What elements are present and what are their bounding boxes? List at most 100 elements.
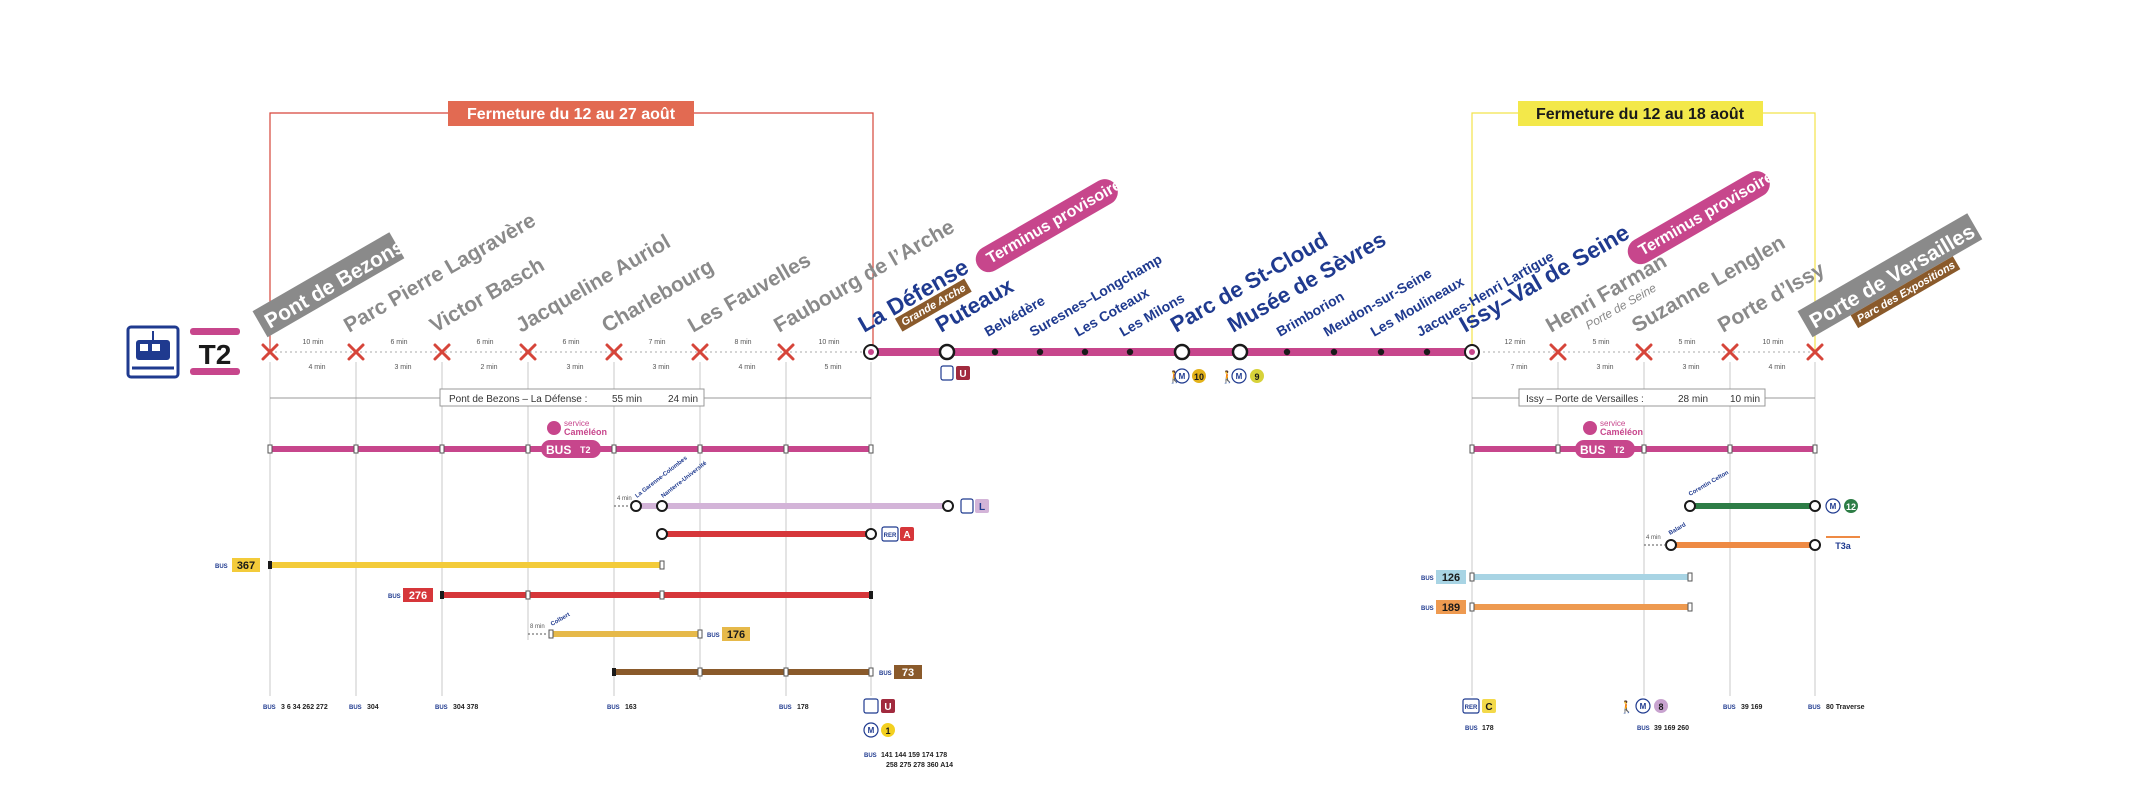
svg-text:39 169: 39 169 [1741,704,1763,711]
closure-right-badge [1518,101,1763,126]
stop-les-coteaux [1081,348,1089,356]
line-tram-l: 4 min La Garenne-Colombes Nanterre-Unive… [614,455,989,514]
line-bus-189: BUS 189 [1421,600,1693,614]
svg-text:M: M [1640,702,1647,711]
replacement-bus-right: service Caméléon BUS T2 [1469,419,1818,458]
svg-text:U: U [884,702,891,713]
walk-time-5: 7 min [648,339,665,346]
svg-text:service: service [564,419,590,428]
svg-text:276: 276 [409,590,427,602]
svg-text:Caméléon: Caméléon [564,427,607,437]
bike-time-r3: 3 min [1682,364,1699,371]
bike-time-2: 3 min [394,364,411,371]
svg-text:U: U [959,369,966,380]
svg-text:T2: T2 [1614,445,1625,455]
station-jacqueline-auriol: Jacqueline Auriol [512,230,674,337]
svg-text:4 min: 4 min [617,496,632,502]
walk-time-6: 8 min [734,339,751,346]
line-metro-12: Corentin Celton M 12 [1684,470,1858,514]
svg-text:Pont de Bezons: Pont de Bezons [261,235,409,334]
closure-left-label: Fermeture du 12 au 27 août [467,106,676,123]
stop-jacques-henri-lartigue [1423,348,1431,356]
bike-time-4: 3 min [566,364,583,371]
svg-text:178: 178 [797,704,809,711]
svg-text:258 275 278 360 A14: 258 275 278 360 A14 [886,762,953,769]
svg-text:L: L [979,502,985,513]
svg-text:BUS: BUS [707,633,720,639]
svg-text:BUS: BUS [349,705,362,711]
svg-text:RER: RER [1465,705,1478,711]
svg-text:BUS: BUS [864,753,877,759]
svg-text:BUS: BUS [435,705,448,711]
tram-icon [126,325,180,379]
svg-text:12: 12 [1846,502,1856,512]
svg-text:BUS: BUS [1580,443,1605,457]
closed-x-porte-de-versailles [1806,343,1824,361]
line-tram-t3a: 4 min Balard T3a [1644,522,1860,552]
connections-puteaux: U [940,365,970,381]
svg-text:Corentin Celton: Corentin Celton [1688,470,1730,498]
bike-time-6: 4 min [738,364,755,371]
svg-text:BUS: BUS [1421,576,1434,582]
chameleon-icon [547,421,561,435]
chameleon-icon-right [1583,421,1597,435]
svg-text:BUS: BUS [263,705,276,711]
svg-text:367: 367 [237,560,255,572]
svg-text:Nanterre-Université: Nanterre-Université [661,460,709,499]
walk-time-3: 6 min [476,339,493,346]
svg-text:Balard: Balard [1668,522,1687,537]
bike-time-r1: 7 min [1510,364,1527,371]
svg-text:39 169 260: 39 169 260 [1654,725,1689,732]
walk-time-r2: 5 min [1592,339,1609,346]
svg-text:BUS: BUS [1421,606,1434,612]
stop-brimborion [1283,348,1291,356]
svg-text:Porte de Versailles: Porte de Versailles [1806,220,1979,333]
line-badge-t2: T2 [190,328,240,375]
bike-time-7: 5 min [824,364,841,371]
stop-musee-de-sevres [1231,343,1249,361]
line-bus-367: BUS 367 [215,558,665,572]
closed-x-victor-basch [433,343,451,361]
svg-text:Issy – Porte de Versailles :: Issy – Porte de Versailles : [1526,394,1644,405]
bike-time-3: 2 min [480,364,497,371]
travel-times-left: 10 min 6 min 6 min 6 min 7 min 8 min 10 … [302,339,841,371]
svg-text:80 Traverse: 80 Traverse [1826,704,1865,711]
svg-text:M: M [1830,502,1837,511]
svg-text:M: M [1236,372,1243,381]
closed-x-les-fauvelles [691,343,709,361]
svg-text:M: M [1179,372,1186,381]
svg-text:126: 126 [1442,572,1460,584]
summary-right: Issy – Porte de Versailles : 28 min 10 m… [1472,388,1815,407]
svg-text:T2: T2 [580,445,591,455]
svg-text:M: M [868,726,875,735]
closed-x-porte-dissy [1721,343,1739,361]
svg-text:BUS: BUS [779,705,792,711]
line-bus-176: 8 min Colbert BUS 176 [528,612,750,641]
line-bus-126: BUS 126 [1421,570,1693,584]
closed-x-jacqueline-auriol [519,343,537,361]
svg-text:189: 189 [1442,602,1460,614]
open-markers [863,343,1480,361]
closed-markers [261,343,1824,361]
walk-time-2: 6 min [390,339,407,346]
replacement-bus-left: service Caméléon BUS T2 [267,419,874,458]
bike-time-r2: 3 min [1596,364,1613,371]
svg-text:55 min: 55 min [612,394,642,405]
stop-meudon-sur-seine [1330,348,1338,356]
svg-text:73: 73 [902,667,914,679]
walk-time-r1: 12 min [1504,339,1525,346]
svg-text:🚶: 🚶 [1220,370,1235,384]
line-name: T2 [199,339,232,370]
terminus-badge-defense: Terminus provisoire [975,176,1125,273]
svg-text:BUS: BUS [1808,705,1821,711]
closed-x-faubourg-de-larche [777,343,795,361]
connections-musee-sevres: 🚶 M 9 [1220,368,1264,384]
svg-text:9: 9 [1254,372,1259,382]
closed-x-charlebourg [605,343,623,361]
svg-text:T3a: T3a [1835,541,1852,551]
stop-les-milons [1126,348,1134,356]
closure-right: Fermeture du 12 au 18 août [1471,101,1816,350]
svg-text:RER: RER [884,533,897,539]
closed-x-parc-pierre-lagravere [347,343,365,361]
svg-text:3 6 34 262 272: 3 6 34 262 272 [281,704,328,711]
